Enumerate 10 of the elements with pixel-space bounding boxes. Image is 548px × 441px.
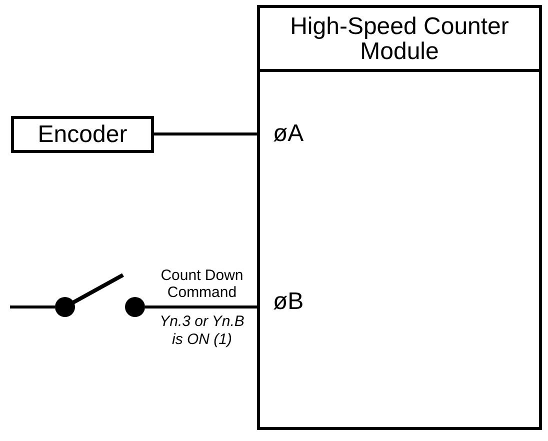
wire [154, 132, 260, 136]
switch-symbol [55, 272, 145, 317]
terminal-label: øB [260, 288, 304, 316]
condition-note: Yn.3 or Yn.B is ON (1) [158, 313, 246, 349]
terminal-label: øA [260, 120, 304, 148]
module-title: High-Speed Counter Module [260, 8, 539, 72]
encoder-box: Encoder [11, 116, 154, 153]
wire [10, 306, 55, 308]
wire [145, 306, 260, 308]
module-box [257, 5, 542, 430]
